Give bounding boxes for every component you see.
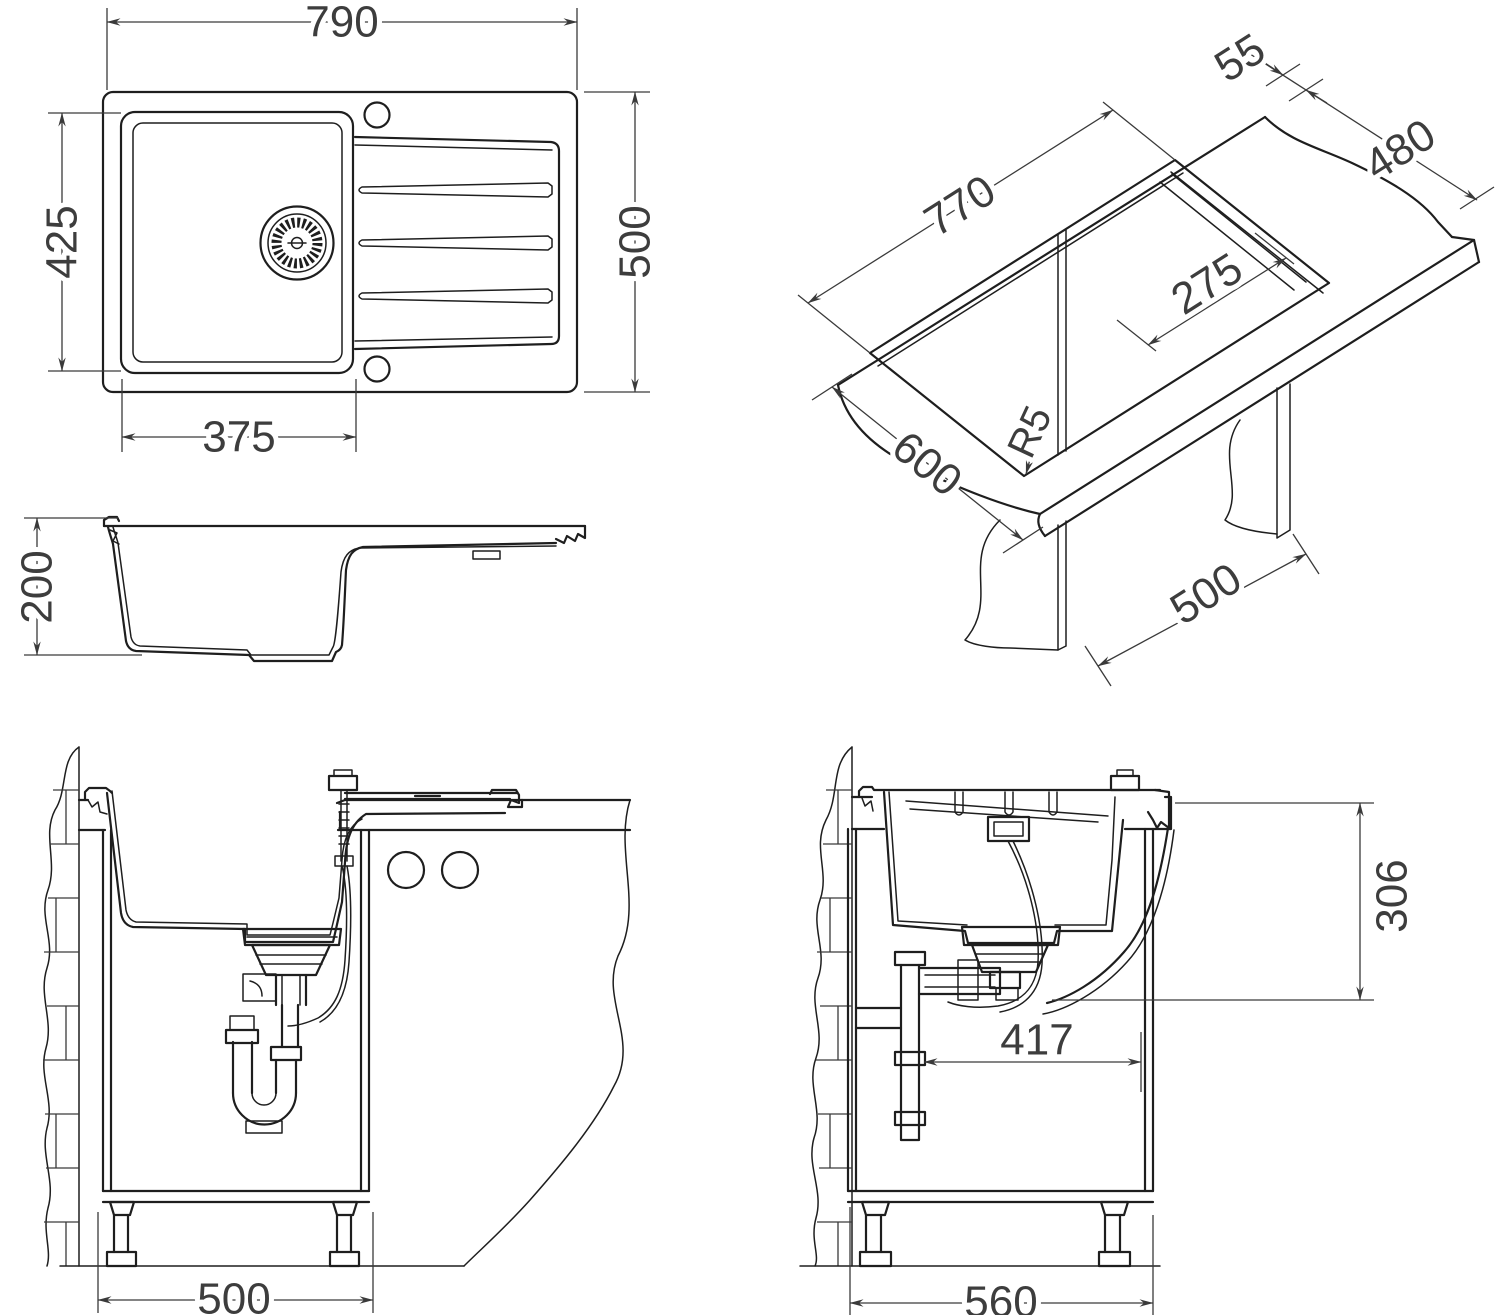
front-dimensions: 500 bbox=[97, 1212, 374, 1315]
drain-trap-front bbox=[224, 927, 343, 1134]
drainboard-rib-3 bbox=[358, 288, 553, 304]
slab-end-edge bbox=[1450, 235, 1481, 264]
dim-label-r5: R5 bbox=[999, 400, 1060, 465]
slab-back-edge bbox=[836, 115, 1267, 387]
drain-trap-side bbox=[854, 840, 1062, 1142]
sink-section-front bbox=[83, 786, 524, 944]
leg-foot-left bbox=[105, 1250, 138, 1268]
overflow-inner bbox=[993, 821, 1024, 837]
profile-inner bbox=[112, 526, 557, 656]
plan-dimensions: 790 500 425 375 bbox=[33, 0, 665, 467]
bowl-inner-rim bbox=[132, 122, 343, 363]
front-section-view: 500 bbox=[43, 746, 632, 1315]
trap-bottom-nut bbox=[245, 1120, 283, 1134]
dim-label-375: 375 bbox=[202, 413, 275, 462]
dim-label-306: 306 bbox=[1368, 859, 1417, 932]
dim-label-790: 790 bbox=[305, 0, 378, 47]
underside-curve-2 bbox=[1042, 829, 1175, 1015]
leg-foot-right-2 bbox=[1097, 1250, 1132, 1268]
strainer-spokes bbox=[271, 217, 323, 269]
side-fitting bbox=[242, 973, 277, 1002]
dim-label-55: 55 bbox=[1206, 24, 1274, 92]
leg-foot-right bbox=[328, 1250, 361, 1268]
leg-foot-left-2 bbox=[858, 1250, 893, 1268]
worktop-section-side bbox=[850, 795, 1173, 831]
wall-outlet bbox=[854, 1006, 903, 1030]
trap-left-nut bbox=[224, 1028, 260, 1045]
slab-front-bottom-edge bbox=[1043, 260, 1481, 538]
dim-label-480: 480 bbox=[1356, 110, 1444, 191]
cabinet-front bbox=[59, 828, 480, 1268]
panel-hole-1 bbox=[386, 850, 426, 890]
dim-label-600: 600 bbox=[883, 422, 971, 506]
drain-strainer bbox=[259, 205, 335, 281]
dim-label-200: 200 bbox=[13, 550, 62, 623]
tap-hole-bottom bbox=[363, 355, 391, 383]
dim-label-500-front: 500 bbox=[197, 1275, 270, 1315]
plan-view: 790 500 425 375 bbox=[33, 0, 665, 467]
rim-right-clamp bbox=[488, 788, 524, 809]
dim-label-417: 417 bbox=[1000, 1016, 1073, 1065]
panel-break-right bbox=[1224, 419, 1278, 535]
profile-under-rib bbox=[472, 550, 501, 560]
faucet-fixing bbox=[287, 769, 359, 1027]
profile-right-lip bbox=[554, 524, 587, 545]
side-dimensions: 306 417 560 bbox=[849, 802, 1422, 1315]
faucet-hose bbox=[287, 865, 352, 1027]
isometric-view: 770 600 55 480 275 R5 500 bbox=[797, 19, 1495, 687]
tap-hole-top bbox=[363, 101, 391, 129]
slab-front-break-cap bbox=[1037, 512, 1047, 538]
slab-front-top-edge bbox=[1038, 238, 1476, 516]
profile-dimensions: 200 bbox=[8, 517, 142, 656]
far-drainboard-edges bbox=[905, 800, 1109, 823]
sink-section-side bbox=[857, 785, 1175, 1015]
panel-break-left bbox=[964, 519, 1059, 651]
overflow-hose bbox=[947, 840, 1043, 1013]
cabinet-side bbox=[799, 827, 1161, 1268]
panel-hole-2 bbox=[440, 850, 480, 890]
side-section-view: 306 417 560 bbox=[799, 746, 1422, 1315]
drainboard-rib-2 bbox=[358, 235, 553, 251]
dim-label-500-iso: 500 bbox=[1162, 554, 1250, 635]
dim-label-560: 560 bbox=[964, 1278, 1037, 1315]
profile-outer bbox=[106, 525, 558, 663]
dim-label-500-depth: 500 bbox=[611, 205, 660, 278]
sink-outline bbox=[101, 90, 579, 394]
drainboard-rib-1 bbox=[358, 182, 553, 198]
underside-curve-1 bbox=[1045, 826, 1170, 1005]
brick-wall-left bbox=[43, 746, 80, 1267]
break-edge-right bbox=[463, 799, 631, 1267]
isometric-dimensions: 770 600 55 480 275 R5 500 bbox=[797, 19, 1495, 687]
brick-wall-right bbox=[811, 746, 853, 1267]
dim-label-770: 770 bbox=[916, 166, 1004, 247]
rim-right-hook bbox=[1146, 788, 1171, 830]
bowl-outer-rim bbox=[119, 110, 355, 375]
profile-view: 200 bbox=[8, 515, 587, 663]
dim-label-275: 275 bbox=[1163, 244, 1251, 325]
drainboard-rib-ends bbox=[954, 791, 1058, 816]
slab-break-right bbox=[1263, 115, 1454, 239]
worktop-section bbox=[77, 798, 632, 1267]
drainboard bbox=[353, 135, 561, 351]
pipe-clamp bbox=[957, 959, 979, 1001]
dim-label-425: 425 bbox=[38, 205, 87, 278]
faucet-plug bbox=[1109, 769, 1141, 792]
trap-inlet-nut bbox=[269, 1045, 303, 1062]
